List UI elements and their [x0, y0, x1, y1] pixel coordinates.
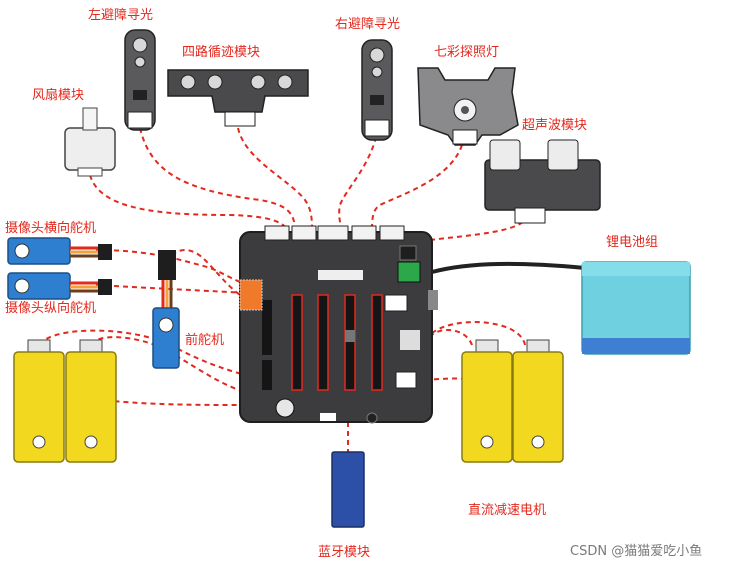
main-control-board: [239, 225, 438, 424]
label-right-obstacle-sensor: 右避障寻光: [335, 17, 401, 32]
label-camera-vertical-servo: 摄像头纵向舵机: [5, 301, 97, 316]
label-fan-module: 风扇模块: [32, 88, 85, 103]
dc-gear-motor-left-2: [65, 339, 117, 463]
battery-cable: [431, 261, 586, 274]
ultrasonic-module: [484, 139, 601, 224]
camera-vertical-servo: [7, 272, 112, 300]
camera-horizontal-servo: [7, 237, 112, 265]
dc-gear-motor-right-1: [461, 339, 513, 463]
bluetooth-module: [331, 451, 365, 528]
label-dc-gear-motor: 直流减速电机: [468, 503, 547, 518]
colorful-searchlight-module: [417, 67, 519, 146]
left-obstacle-sensor: [124, 29, 156, 131]
label-lithium-battery: 锂电池组: [606, 235, 659, 250]
label-left-obstacle-sensor: 左避障寻光: [88, 8, 154, 23]
label-camera-horizontal-servo: 摄像头横向舵机: [5, 221, 97, 236]
right-obstacle-sensor: [361, 39, 393, 141]
lithium-battery-pack: [581, 261, 691, 355]
four-way-tracking-module: [167, 69, 309, 127]
label-front-servo: 前舵机: [185, 333, 225, 348]
label-ultrasonic-module: 超声波模块: [522, 118, 588, 133]
label-colorful-searchlight: 七彩探照灯: [434, 45, 500, 60]
fan-module: [64, 107, 116, 177]
label-bluetooth-module: 蓝牙模块: [318, 545, 371, 560]
dc-gear-motor-left-1: [13, 339, 65, 463]
watermark: CSDN @猫猫爱吃小鱼: [570, 544, 703, 559]
dc-gear-motor-right-2: [512, 339, 564, 463]
label-four-way-tracking: 四路循迹模块: [182, 45, 261, 60]
front-servo: [152, 250, 180, 369]
